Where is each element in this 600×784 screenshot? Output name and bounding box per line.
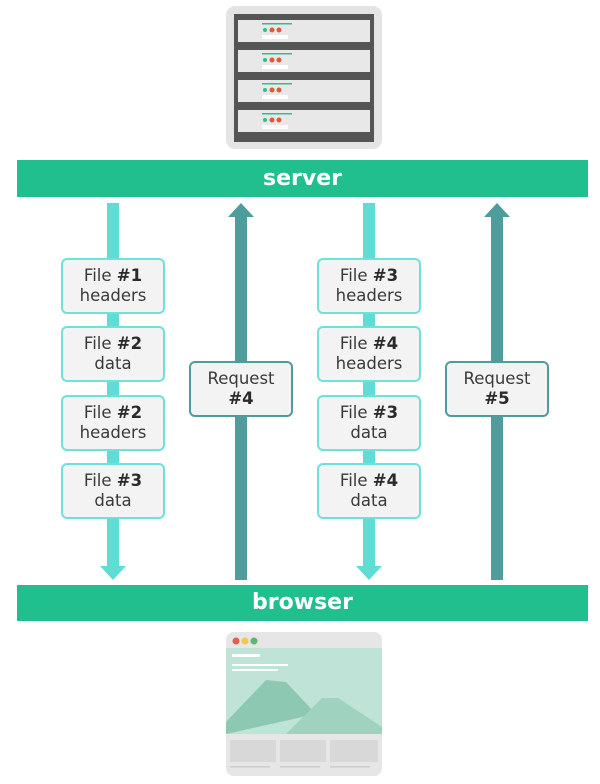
browser-bar: browser [17, 585, 588, 621]
browser-window-icon [226, 632, 382, 776]
server-bar: server [17, 160, 588, 197]
request-4-frame: Request#4 [189, 361, 293, 417]
request-5-frame: Request#5 [445, 361, 549, 417]
server-rack-icon [226, 6, 382, 149]
